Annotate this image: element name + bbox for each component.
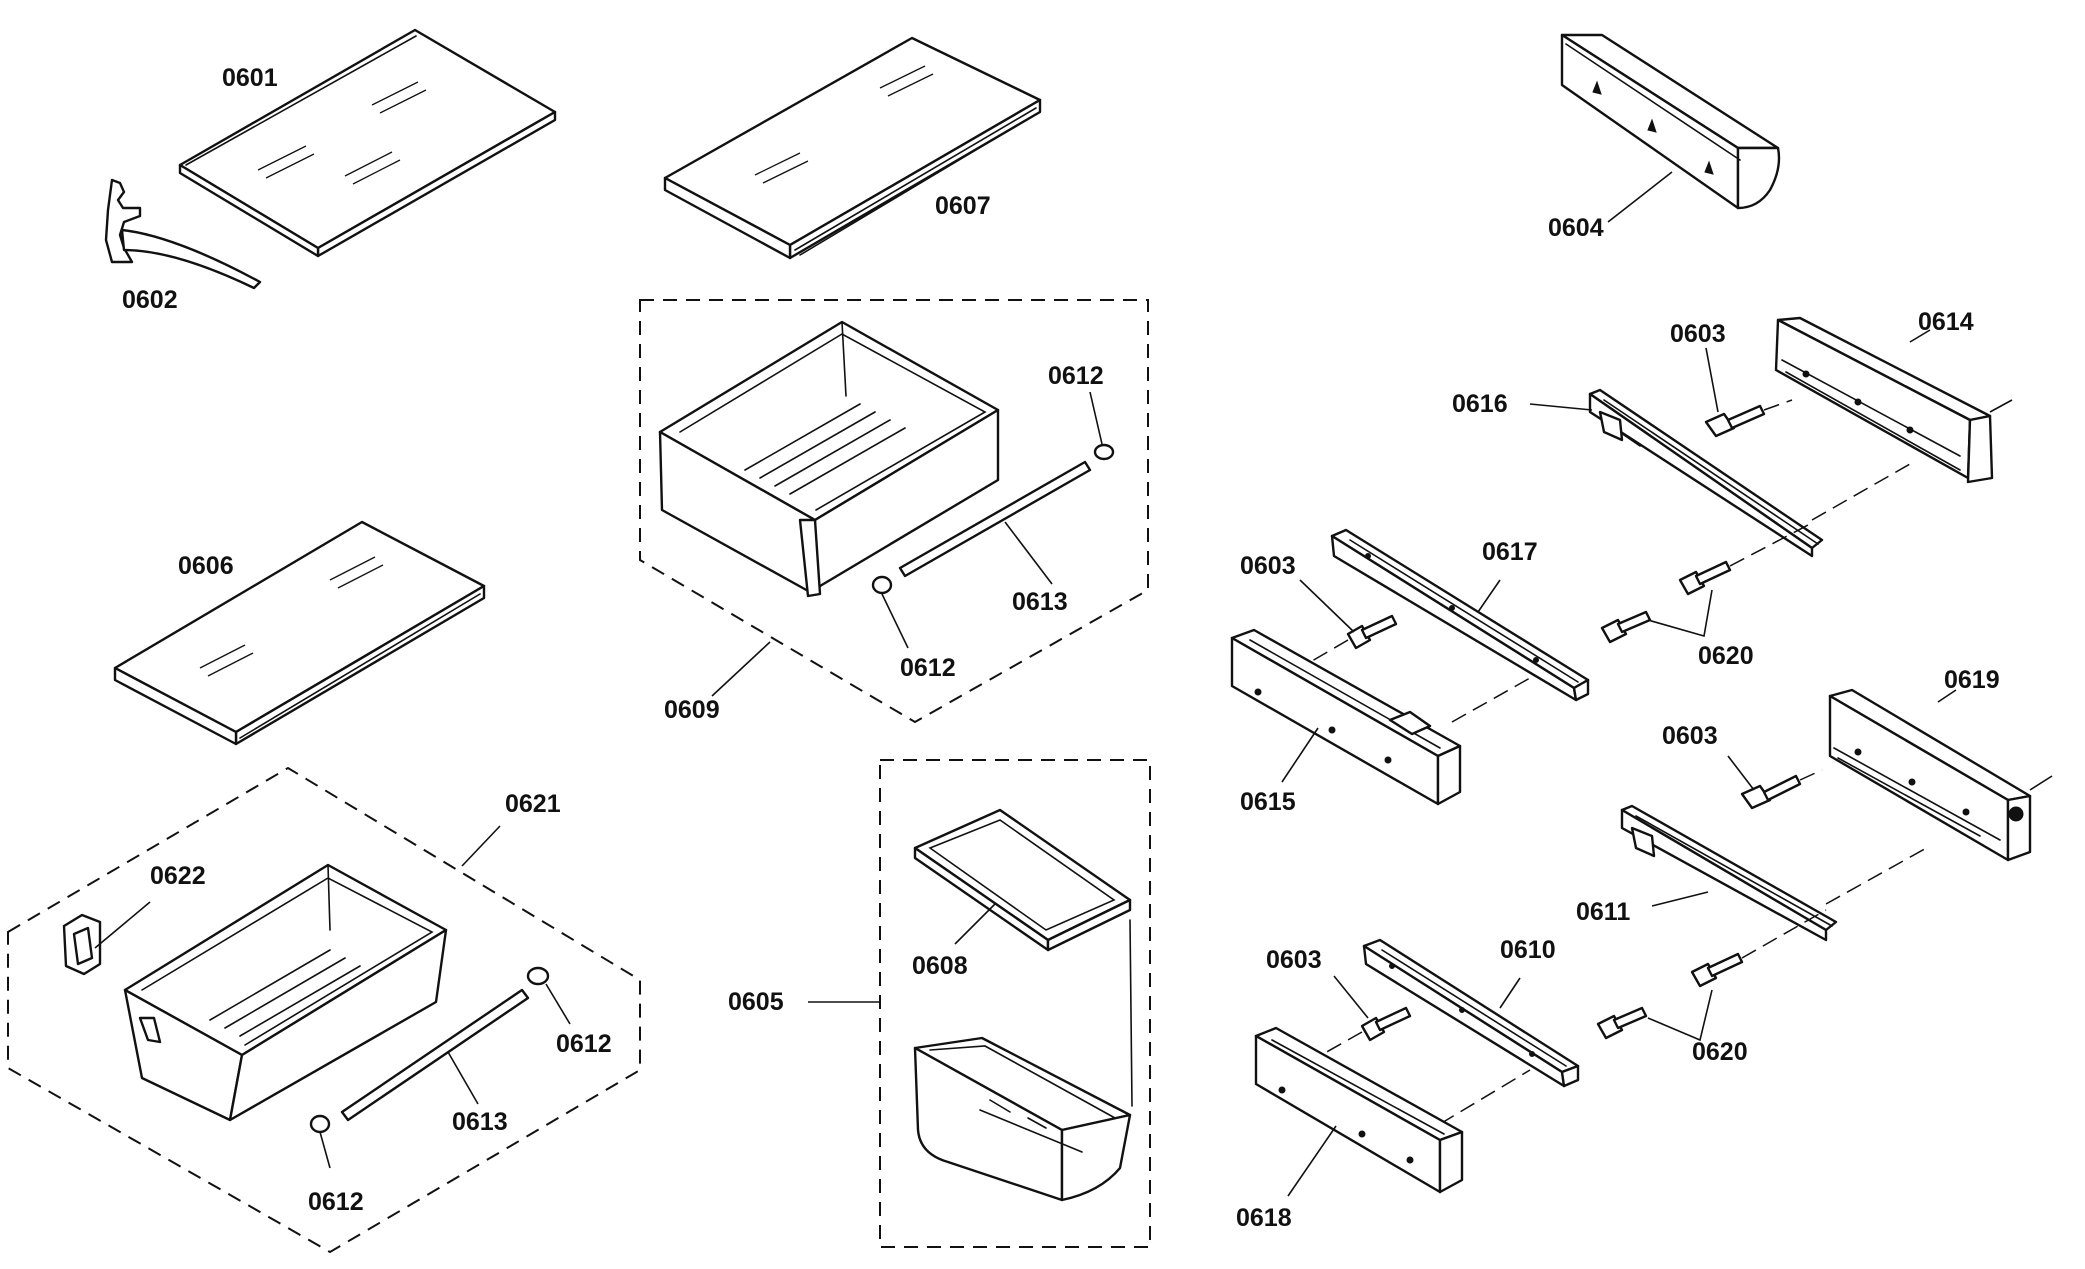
leader-0614 [1909, 329, 1931, 343]
guide-0610 [1439, 1069, 1531, 1125]
label-0607: 0607 [935, 192, 991, 220]
part-0614-rail-cover[interactable] [1774, 316, 1994, 484]
leader-0609 [711, 641, 771, 697]
leader-0612-d [319, 1131, 331, 1169]
label-0613-b: 0613 [452, 1108, 508, 1136]
label-0614: 0614 [1918, 308, 1974, 336]
label-0605: 0605 [728, 988, 784, 1016]
part-0610-rail[interactable] [1362, 938, 1580, 1088]
label-0620-b: 0620 [1692, 1038, 1748, 1066]
label-0603-d: 0603 [1266, 946, 1322, 974]
label-0612-a: 0612 [1048, 362, 1104, 390]
label-0613-a: 0613 [1012, 588, 1068, 616]
leader-0616 [1529, 403, 1593, 411]
leader-0621 [461, 825, 501, 867]
assembly-outline-0621 [7, 766, 641, 1254]
part-0603-screw-a[interactable] [1704, 399, 1793, 438]
leader-0618 [1287, 1125, 1337, 1197]
label-0610: 0610 [1500, 936, 1556, 964]
leader-0615 [1281, 727, 1319, 783]
leader-0614-tail [1989, 399, 2013, 413]
leader-0610 [1499, 977, 1521, 1009]
label-0617: 0617 [1482, 538, 1538, 566]
guide-0611 [1825, 845, 1931, 905]
label-0612-c: 0612 [556, 1030, 612, 1058]
label-0603-a: 0603 [1670, 320, 1726, 348]
label-0602: 0602 [122, 286, 178, 314]
assembly-outline-0609 [639, 299, 1149, 724]
label-0616: 0616 [1452, 390, 1508, 418]
part-0620-screw-c[interactable] [1690, 909, 1827, 988]
leader-0613-b [447, 1051, 479, 1105]
part-0605-bin[interactable] [913, 1036, 1132, 1202]
leader-0603-d [1333, 975, 1369, 1019]
part-0622-end-cap[interactable] [62, 913, 102, 976]
part-0607-glass-shelf[interactable] [663, 36, 1042, 260]
leader-0603-a [1705, 347, 1719, 413]
label-0620-a: 0620 [1698, 642, 1754, 670]
part-0611-slide-rail[interactable] [1620, 804, 1838, 942]
lid-guide-line [1129, 919, 1133, 1107]
label-0603-b: 0603 [1240, 552, 1296, 580]
part-0612-clip-b[interactable] [871, 575, 893, 595]
part-0612-clip-a[interactable] [1093, 443, 1115, 461]
guide-0616 [1811, 463, 1911, 521]
part-0618-drawer-front[interactable] [1254, 1026, 1464, 1194]
part-0612-clip-c[interactable] [526, 966, 550, 986]
leader-0613-a [1004, 521, 1053, 585]
part-0602-shelf-bracket[interactable] [104, 178, 262, 290]
leader-0620-a [1647, 589, 1713, 638]
label-0609: 0609 [664, 696, 720, 724]
part-0619-rail-cover[interactable] [1828, 688, 2032, 862]
leader-0608 [954, 903, 996, 945]
leader-0620-b [1647, 989, 1713, 1042]
leader-0619-tail [2029, 775, 2053, 791]
guide-0617 [1451, 677, 1531, 723]
label-0608: 0608 [912, 952, 968, 980]
part-0620-screw-b[interactable] [1600, 610, 1652, 644]
label-0612-d: 0612 [308, 1188, 364, 1216]
part-0621-crisper-drawer[interactable] [123, 863, 448, 1122]
leader-0612-a [1089, 391, 1103, 445]
leader-0612-c [545, 983, 571, 1025]
part-0603-screw-d[interactable] [1315, 1006, 1412, 1059]
label-0612-b: 0612 [900, 654, 956, 682]
part-0620-screw-d[interactable] [1596, 1006, 1648, 1040]
part-0609-crisper-drawer[interactable] [658, 320, 1000, 598]
part-0613-tube-b[interactable] [340, 988, 530, 1122]
label-0618: 0618 [1236, 1204, 1292, 1232]
label-0606: 0606 [178, 552, 234, 580]
leader-0603-c [1727, 755, 1755, 791]
part-0606-glass-shelf[interactable] [113, 520, 486, 746]
part-0612-clip-d[interactable] [309, 1114, 331, 1134]
leader-0611 [1651, 891, 1709, 907]
label-0604: 0604 [1548, 214, 1604, 242]
part-0617-rail[interactable] [1330, 528, 1590, 702]
part-0603-screw-b[interactable] [1299, 614, 1398, 669]
leader-0604 [1607, 171, 1673, 223]
part-0613-tube-a[interactable] [898, 460, 1092, 578]
part-0608-lid[interactable] [913, 808, 1132, 952]
leader-0612-b [881, 593, 909, 649]
part-0603-screw-c[interactable] [1740, 769, 1823, 810]
leader-0603-b [1299, 579, 1355, 633]
label-0622: 0622 [150, 862, 206, 890]
label-0603-c: 0603 [1662, 722, 1718, 750]
part-0616-slide-rail[interactable] [1588, 388, 1824, 558]
part-0615-drawer-front[interactable] [1230, 628, 1462, 806]
leader-0619 [1937, 689, 1957, 703]
label-0601: 0601 [222, 64, 278, 92]
leader-0622 [94, 901, 151, 949]
part-0601-glass-shelf[interactable] [178, 28, 557, 258]
part-0604-channel[interactable] [1560, 33, 1781, 210]
label-0621: 0621 [505, 790, 561, 818]
leader-0617 [1477, 579, 1501, 613]
label-0615: 0615 [1240, 788, 1296, 816]
label-0619: 0619 [1944, 666, 2000, 694]
label-0611: 0611 [1576, 898, 1630, 926]
part-0620-screw-a[interactable] [1678, 523, 1811, 596]
